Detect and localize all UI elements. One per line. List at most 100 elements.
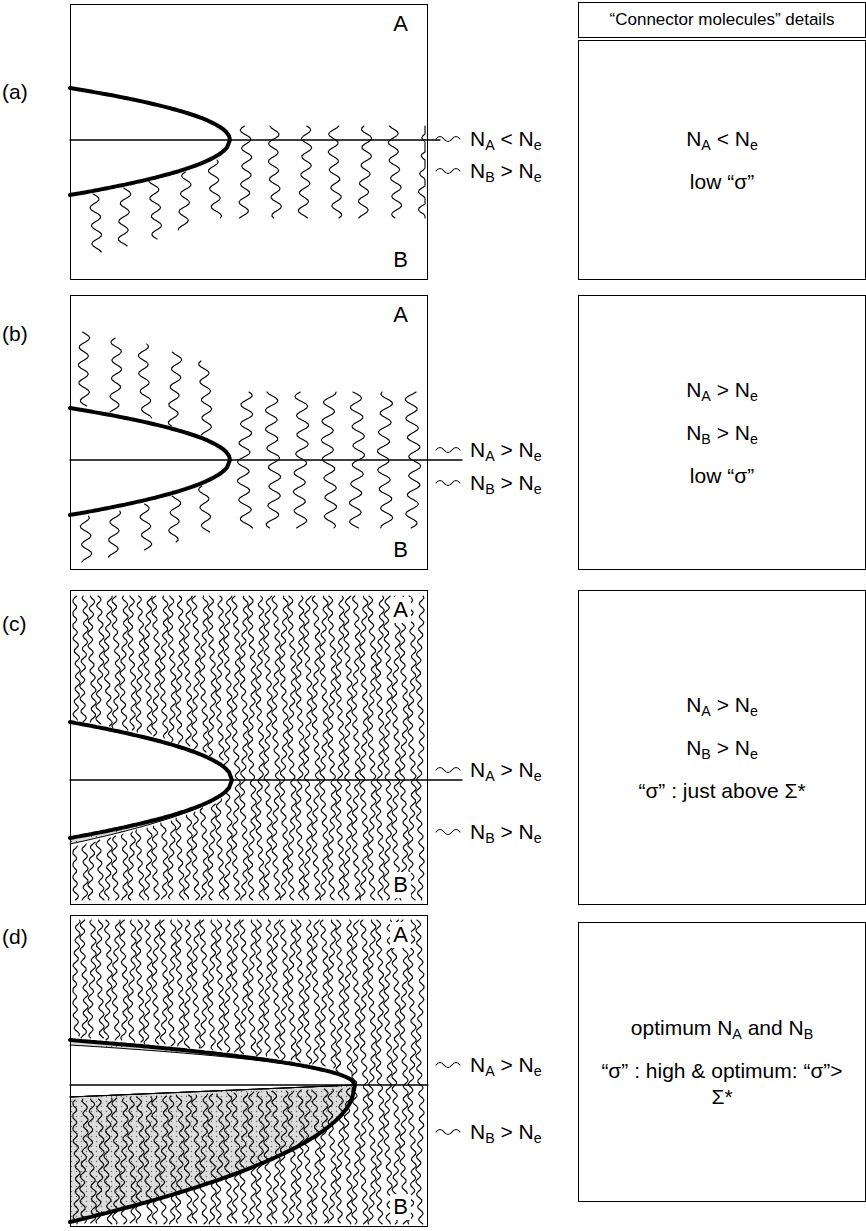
polymer-chain [256, 1092, 264, 1224]
polymer-chain [73, 846, 79, 900]
polymer-chain [88, 920, 97, 1038]
detail-text: NB > Ne [686, 420, 758, 445]
subscript: A [701, 703, 711, 719]
leader-line [436, 448, 460, 453]
polymer-chain [208, 1094, 216, 1224]
polymer-chain [200, 1094, 208, 1224]
polymer-chain [304, 1090, 312, 1224]
polymer-chain [296, 920, 305, 1062]
material-label: A [390, 302, 411, 328]
polymer-chain [388, 126, 401, 218]
subscript: B [804, 1027, 814, 1043]
material-label: A [390, 597, 411, 623]
polymer-chain [378, 392, 393, 528]
polymer-chain [368, 920, 377, 1224]
polymer-chain [416, 596, 425, 900]
polymer-chain [176, 920, 184, 1046]
crack-surface [70, 408, 230, 515]
polymer-chain [328, 126, 341, 218]
polymer-chain [120, 1098, 128, 1224]
subscript: A [701, 137, 711, 153]
polymer-chain [352, 596, 360, 900]
polymer-chain [248, 1092, 256, 1224]
polymer-chain [96, 920, 104, 1038]
polymer-chain [168, 821, 176, 899]
subscript: A [485, 137, 495, 153]
polymer-chain [120, 920, 128, 1040]
polymer-chain [208, 804, 216, 900]
material-panel: AB [70, 4, 428, 280]
polymer-chain [209, 160, 222, 218]
polymer-chain [352, 920, 361, 1224]
polymer-chain [192, 812, 200, 900]
polymer-chain [336, 1089, 344, 1223]
polymer-chain [152, 596, 161, 736]
polymer-chain [168, 596, 176, 742]
polymer-chain [224, 792, 232, 900]
polymer-chain [392, 596, 400, 900]
material-label: B [390, 247, 411, 273]
polymer-chain [400, 920, 408, 1224]
polymer-chain [192, 1095, 201, 1223]
polymer-chain [216, 799, 224, 899]
polymer-chain [73, 1100, 80, 1224]
polymer-chain [321, 392, 336, 528]
polymer-chain [160, 596, 168, 738]
polymer-chain [160, 1096, 168, 1224]
polymer-chain [240, 596, 248, 900]
polymer-chain [82, 844, 88, 900]
polymer-chain [304, 596, 313, 900]
polymer-chain [280, 596, 288, 900]
polymer-chain [224, 920, 232, 1052]
polymer-chain [248, 920, 256, 1054]
polymer-chain [136, 830, 145, 900]
polymer-chain [208, 920, 216, 1050]
polymer-chain [112, 836, 119, 900]
chain-length-label: NA > Ne [470, 438, 542, 462]
polymer-chain [88, 596, 96, 722]
material-label: B [390, 537, 411, 563]
polymer-chain [216, 1094, 224, 1224]
polymer-chain [80, 1099, 88, 1223]
interface-line [70, 139, 440, 140]
polymer-chain [368, 596, 376, 900]
subscript: B [701, 746, 711, 762]
polymer-chain [216, 596, 224, 760]
polymer-chain [293, 392, 308, 528]
detail-box: NA > NeNB > Ne“σ” : just above Σ* [578, 590, 866, 905]
polymer-chain [280, 920, 288, 1060]
polymer-chain [80, 596, 89, 722]
leader-line [436, 768, 460, 773]
polymer-chain [79, 332, 90, 406]
polymer-chain [176, 1095, 184, 1223]
polymer-chain [136, 596, 144, 732]
polymer-chain [144, 920, 153, 1044]
polymer-chain [168, 352, 182, 426]
subscript: A [485, 448, 495, 464]
polymer-chain [73, 920, 80, 1036]
polymer-chain [119, 188, 131, 246]
interface-line [70, 459, 462, 460]
subscript: B [485, 481, 495, 497]
detail-box: NA < Nelow “σ” [578, 40, 866, 280]
leader-line [436, 830, 460, 835]
polymer-chain [168, 1096, 176, 1224]
leader-line [436, 1063, 460, 1068]
polymer-chain [256, 596, 264, 900]
material-label: A [390, 11, 411, 37]
leader-line [436, 137, 460, 142]
polymer-chain [288, 1091, 296, 1223]
subscript: A [732, 1027, 742, 1043]
polymer-chain [120, 596, 128, 730]
material-label: A [390, 922, 411, 948]
interface-line [70, 1084, 428, 1085]
polymer-chain [418, 126, 425, 218]
polymer-chain [344, 920, 352, 1074]
detail-text: NB > Ne [686, 735, 758, 760]
polymer-chain [312, 596, 321, 900]
material-panel: AB [70, 915, 428, 1227]
polymer-chain [400, 596, 409, 900]
subscript: e [750, 431, 758, 447]
subscript: A [701, 388, 711, 404]
panel-letter: (b) [2, 322, 28, 346]
